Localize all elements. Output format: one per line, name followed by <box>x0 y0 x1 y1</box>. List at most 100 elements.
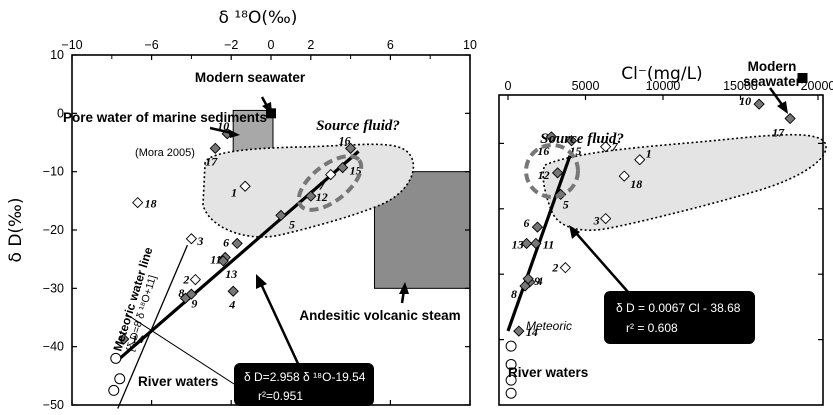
left-modern-seawater-point <box>266 108 276 119</box>
right-sample-point-3 <box>600 212 612 225</box>
right-sample-point-1 <box>634 154 646 166</box>
left-andesitic-label: Andesitic volcanic steam <box>299 308 460 323</box>
right-x-axis-title: Cl⁻(mg/L) <box>621 64 702 84</box>
right-sample-point-13 <box>520 237 533 250</box>
right-meteoric-label: Meteoric <box>526 319 572 333</box>
left-y-tick-label: −50 <box>43 398 64 412</box>
left-sample-label-9: 9 <box>191 296 197 310</box>
right-river-water-point <box>505 374 517 386</box>
left-sample-label-17: 17 <box>205 154 218 168</box>
right-sample-point-17 <box>784 112 796 125</box>
left-meteoric-water-line <box>117 244 189 409</box>
left-regression-equation: δ D=2.958 δ ¹⁸O-19.54 <box>244 370 366 384</box>
right-sample-point-15 <box>565 135 578 147</box>
right-sample-label-3: 3 <box>593 214 600 228</box>
right-source-fluid-ellipse <box>524 143 580 199</box>
right-sample-point-10 <box>753 98 765 110</box>
left-sample-label-13: 13 <box>225 267 237 281</box>
right-x-tick-label: 0 <box>505 79 512 93</box>
right-river-waters-label: River waters <box>508 365 588 380</box>
right-sample-point-18 <box>618 170 630 182</box>
right-plot-frame <box>498 94 824 406</box>
left-sample-label-14: 14 <box>132 332 144 346</box>
right-x-tick-label: 20000 <box>801 79 833 93</box>
left-river-water-point <box>110 352 122 364</box>
right-sample-label-9: 9 <box>534 274 540 288</box>
right-sample-label-14: 14 <box>526 325 538 339</box>
left-sample-label-3: 3 <box>196 234 203 248</box>
left-x-tick-label: 6 <box>387 38 394 52</box>
right-sample-point-2 <box>559 262 571 274</box>
left-modern-seawater-label: Modern seawater <box>195 70 306 85</box>
left-regression-line <box>116 150 360 362</box>
right-sample-label-17: 17 <box>772 126 785 140</box>
right-sample-label-7: 7 <box>612 140 619 154</box>
right-river-water-point <box>505 387 517 399</box>
left-sample-label-18: 18 <box>145 197 157 211</box>
right-sample-label-13: 13 <box>512 237 524 251</box>
left-sample-point-18 <box>132 196 144 209</box>
left-sample-label-7: 7 <box>319 179 326 193</box>
left-sample-point-12 <box>305 190 317 202</box>
left-annotation-arrows <box>125 96 409 385</box>
right-annotation-arrows <box>569 87 788 293</box>
left-x-tick-label: −2 <box>224 38 238 52</box>
left-sample-label-8: 8 <box>178 286 184 300</box>
right-sample-field <box>542 133 827 231</box>
left-regression-equation-box <box>234 363 374 406</box>
left-y-tick-label: −20 <box>43 223 64 237</box>
left-x-tick-label: 2 <box>307 38 314 52</box>
right-modern-seawater-point <box>797 72 808 83</box>
right-x-tick-label: 5000 <box>572 79 600 93</box>
right-sample-point-12 <box>551 167 564 179</box>
left-sample-point-3 <box>185 233 198 245</box>
right-sample-label-12: 12 <box>538 168 550 182</box>
right-sample-label-5: 5 <box>563 197 569 211</box>
right-sample-point-6 <box>531 221 544 233</box>
left-sample-point-7 <box>325 168 337 181</box>
right-sample-label-10: 10 <box>739 94 751 108</box>
left-sample-label-12: 12 <box>316 190 328 204</box>
left-y-tick-label: −30 <box>43 281 64 295</box>
right-sample-point-9 <box>522 273 534 285</box>
right-river-water-point <box>505 358 517 370</box>
right-regression-equation: δ D = 0.0067 Cl - 38.68 <box>616 301 741 315</box>
left-x-axis-title: δ ¹⁸O(‰) <box>219 8 298 28</box>
left-sample-point-2 <box>189 273 202 286</box>
left-x-tick-label: 0 <box>268 38 275 52</box>
right-source-fluid-label: Source fluid? <box>540 131 624 147</box>
right-regression-r2: r² = 0.608 <box>626 321 678 335</box>
right-sample-label-8: 8 <box>511 287 517 301</box>
left-sample-point-13 <box>217 255 229 267</box>
left-x-tick-label: −10 <box>61 38 82 52</box>
left-sample-point-1 <box>239 180 251 192</box>
left-sample-label-16: 16 <box>339 133 351 147</box>
right-sample-label-4: 4 <box>536 274 543 288</box>
left-regression-r2: r²=0.951 <box>258 389 303 403</box>
left-pore-water-ref: (Mora 2005) <box>135 147 195 159</box>
right-regression-equation-box <box>604 291 755 344</box>
left-x-tick-label: 10 <box>463 38 477 52</box>
left-sample-point-17 <box>209 142 221 154</box>
left-sample-point-5 <box>275 209 287 222</box>
left-sample-label-1: 1 <box>231 185 237 199</box>
left-y-tick-label: −40 <box>43 340 64 354</box>
left-y-tick-label: 10 <box>50 48 64 62</box>
left-sample-point-4 <box>227 285 239 297</box>
right-x-tick-label: 15000 <box>723 79 758 93</box>
left-sample-point-16 <box>344 142 357 154</box>
right-sample-label-1: 1 <box>646 147 652 161</box>
right-sample-label-11: 11 <box>543 237 554 251</box>
right-sample-point-14 <box>513 325 525 337</box>
left-source-fluid-ellipse <box>296 154 364 212</box>
right-sample-label-6: 6 <box>523 216 529 230</box>
left-river-waters-label: River waters <box>138 374 218 389</box>
left-y-tick-label: −10 <box>43 165 64 179</box>
left-sample-label-2: 2 <box>182 273 189 287</box>
left-river-water-point <box>114 373 126 385</box>
left-sample-label-11: 11 <box>210 252 221 266</box>
left-source-fluid-label: Source fluid? <box>316 118 400 134</box>
